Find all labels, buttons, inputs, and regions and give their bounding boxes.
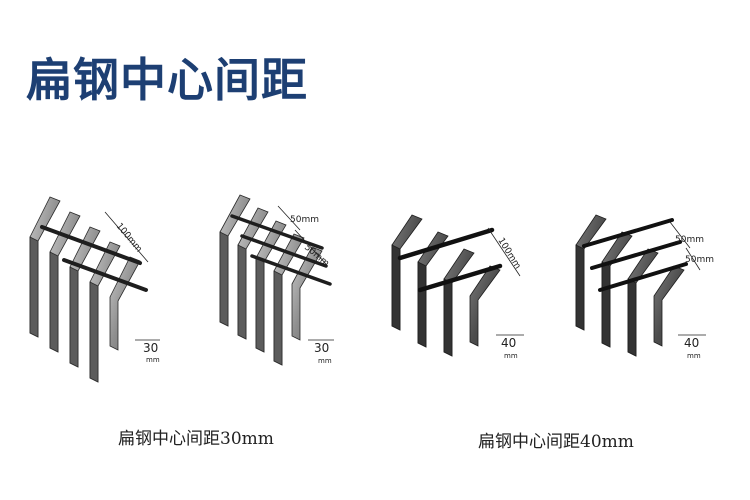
cross-bars bbox=[397, 227, 503, 293]
dim-bar-pitch: 30 bbox=[314, 341, 329, 355]
dim-unit: mm bbox=[504, 352, 518, 360]
grating-3: 100mm 40 mm bbox=[391, 214, 524, 360]
dim-unit: mm bbox=[687, 352, 701, 360]
dim-unit: mm bbox=[318, 357, 332, 365]
bearing-bars bbox=[29, 196, 141, 383]
grating-1: 100mm 30 mm bbox=[29, 196, 160, 383]
caption-30mm: 扁钢中心间距30mm bbox=[118, 429, 274, 449]
dimension-lines bbox=[277, 205, 334, 341]
dim-bar-pitch: 40 bbox=[501, 336, 516, 350]
dimension-lines bbox=[104, 211, 160, 341]
dim-crossbar-pitch-2: 50mm bbox=[685, 255, 714, 265]
cross-bars bbox=[40, 225, 148, 292]
dimension-lines bbox=[669, 221, 706, 336]
page-title: 扁钢中心间距 bbox=[26, 53, 308, 107]
dim-crossbar-pitch: 50mm bbox=[675, 235, 704, 245]
dim-bar-pitch: 40 bbox=[684, 336, 699, 350]
caption-40mm: 扁钢中心间距40mm bbox=[478, 432, 634, 452]
dimension-lines bbox=[487, 227, 524, 336]
dim-unit: mm bbox=[146, 356, 160, 364]
bearing-bars bbox=[575, 214, 685, 357]
bearing-bars bbox=[391, 214, 501, 357]
dim-bar-pitch: 30 bbox=[143, 341, 158, 355]
grating-4: 50mm 50mm 40 mm bbox=[575, 214, 714, 360]
grating-2: 50mm 50mm 30 mm bbox=[219, 194, 334, 366]
bearing-bars bbox=[219, 194, 323, 366]
dim-crossbar-pitch: 50mm bbox=[290, 215, 319, 225]
cross-bars bbox=[582, 218, 688, 292]
